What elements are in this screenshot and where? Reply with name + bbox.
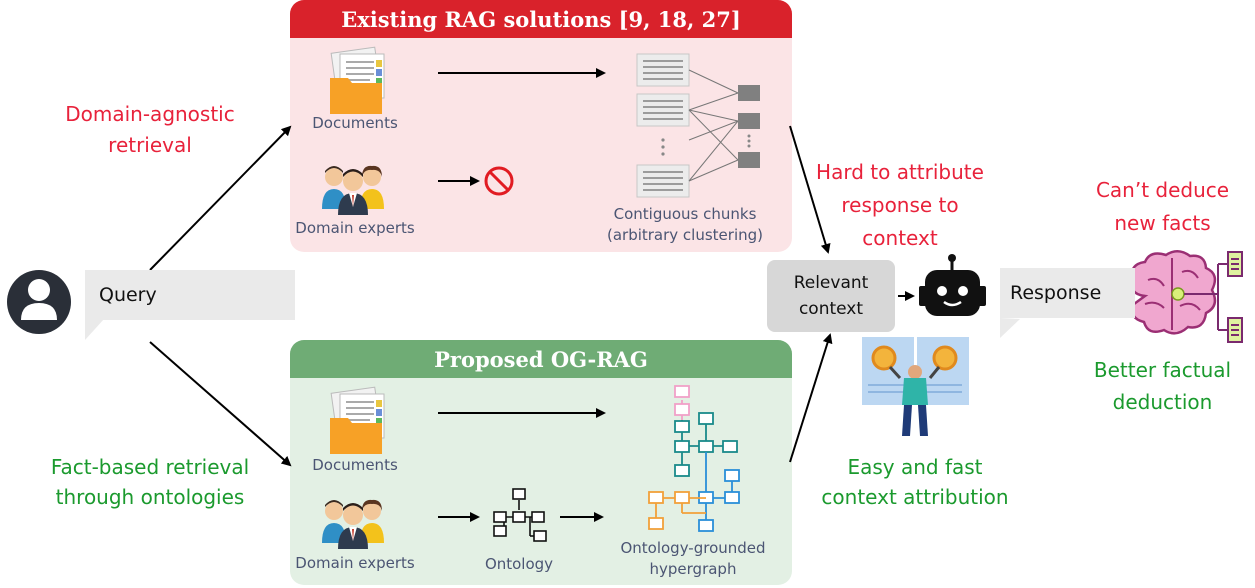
hard-to-attribute-line1: Hard to attribute: [816, 160, 984, 184]
hypergraph-icon: [648, 385, 740, 532]
attribution-icon: [862, 337, 969, 436]
top-to-context-arrow: [789, 125, 831, 254]
domain-agnostic-note-line1: Domain-agnostic: [65, 102, 235, 126]
domain-agnostic-note-line2: retrieval: [108, 133, 192, 157]
domain-experts-label-bottom: Domain experts: [295, 554, 415, 572]
fact-based-note-line2: through ontologies: [55, 485, 245, 509]
hard-to-attribute-line2: response to: [841, 193, 959, 217]
domain-experts-icon-bottom: [322, 499, 384, 549]
chunk-connections: [688, 69, 739, 182]
existing-rag-title: Existing RAG solutions [9, 18, 27]: [290, 0, 792, 38]
better-deduction-line1: Better factual: [1093, 358, 1232, 382]
easy-attribution-line1: Easy and fast: [847, 455, 983, 479]
relevant-context-box: Relevant context: [767, 260, 895, 332]
query-bubble: Query: [85, 270, 295, 320]
og-rag-title: Proposed OG-RAG: [290, 340, 792, 378]
cant-deduce-line2: new facts: [1114, 211, 1211, 235]
chunks-label-line1: Contiguous chunks: [613, 205, 757, 223]
documents-icon-top: [329, 46, 385, 115]
domain-experts-label-top: Domain experts: [295, 219, 415, 237]
better-deduction-line2: deduction: [1112, 390, 1213, 414]
response-label: Response: [1010, 282, 1102, 304]
response-bubble: Response: [1000, 268, 1135, 318]
query-to-top-arrow: [149, 125, 292, 271]
chunks-label-line2: (arbitrary clustering): [606, 226, 763, 244]
documents-label-bottom: Documents: [312, 456, 398, 474]
documents-label-top: Documents: [312, 114, 398, 132]
cant-deduce-line1: Can’t deduce: [1095, 178, 1230, 202]
hard-to-attribute-line3: context: [862, 226, 938, 250]
domain-experts-icon-top: [322, 165, 384, 215]
cluster-nodes: [738, 85, 760, 168]
relevant-context-line1: Relevant: [793, 273, 869, 293]
robot-icon: [919, 254, 986, 316]
ontology-icon: [493, 488, 547, 542]
easy-attribution-line2: context attribution: [821, 485, 1009, 509]
brain-icon: [1130, 250, 1217, 335]
hypergraph-label-line1: Ontology-grounded: [620, 539, 766, 557]
user-icon: [7, 270, 71, 334]
chunk-icons: [636, 53, 690, 198]
og-rag-panel: Proposed OG-RAG: [290, 340, 792, 585]
documents-icon-bottom: [329, 386, 385, 455]
ontology-label: Ontology: [484, 555, 554, 573]
prohibited-icon: [484, 166, 514, 196]
existing-rag-panel: Existing RAG solutions [9, 18, 27]: [290, 0, 792, 252]
knowledge-tree-icon: [1184, 251, 1243, 343]
relevant-context-line2: context: [798, 299, 864, 319]
fact-based-note-line1: Fact-based retrieval: [50, 455, 250, 479]
bottom-to-context-arrow: [789, 333, 833, 463]
query-label: Query: [99, 284, 157, 306]
hypergraph-label-line2: hypergraph: [649, 560, 737, 578]
query-to-bottom-arrow: [149, 341, 292, 467]
